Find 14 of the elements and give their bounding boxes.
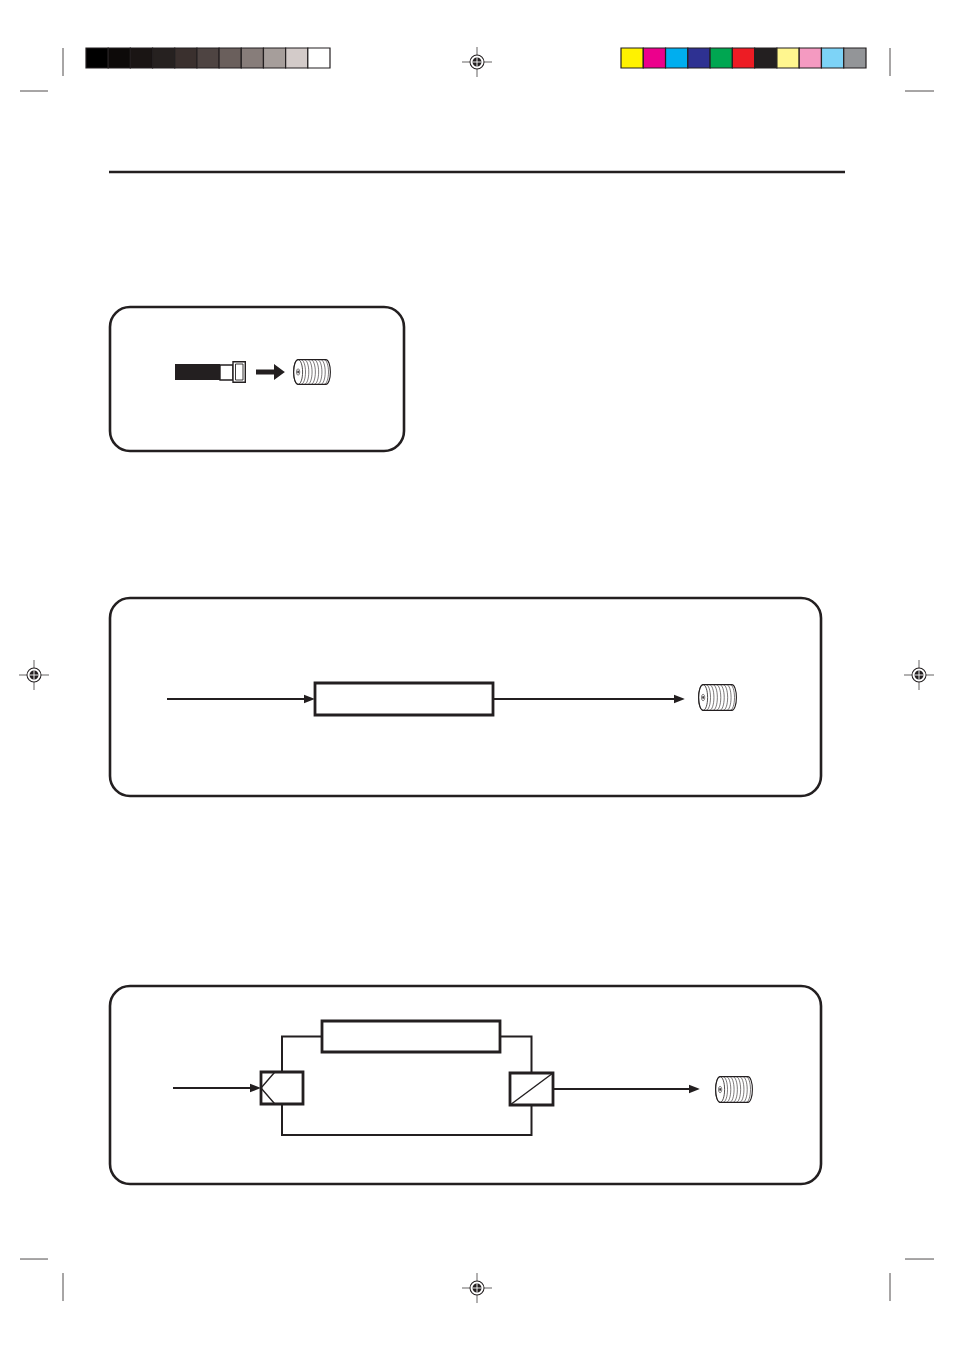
- connector-line: [281, 1035, 323, 1073]
- splitter-symbol: [259, 1070, 305, 1106]
- rounded-panel: [108, 305, 406, 453]
- coax-cable-plug: [175, 361, 246, 383]
- rounded-panel: [108, 596, 823, 798]
- device-box: [313, 681, 495, 717]
- coax-jack: [698, 684, 737, 711]
- combiner-symbol: [508, 1071, 555, 1107]
- coax-jack: [715, 1076, 753, 1103]
- connector-line: [281, 1103, 533, 1136]
- rounded-panel: [108, 984, 823, 1186]
- coax-jack: [293, 359, 331, 385]
- connector-line: [499, 1035, 533, 1074]
- device-box: [320, 1019, 502, 1054]
